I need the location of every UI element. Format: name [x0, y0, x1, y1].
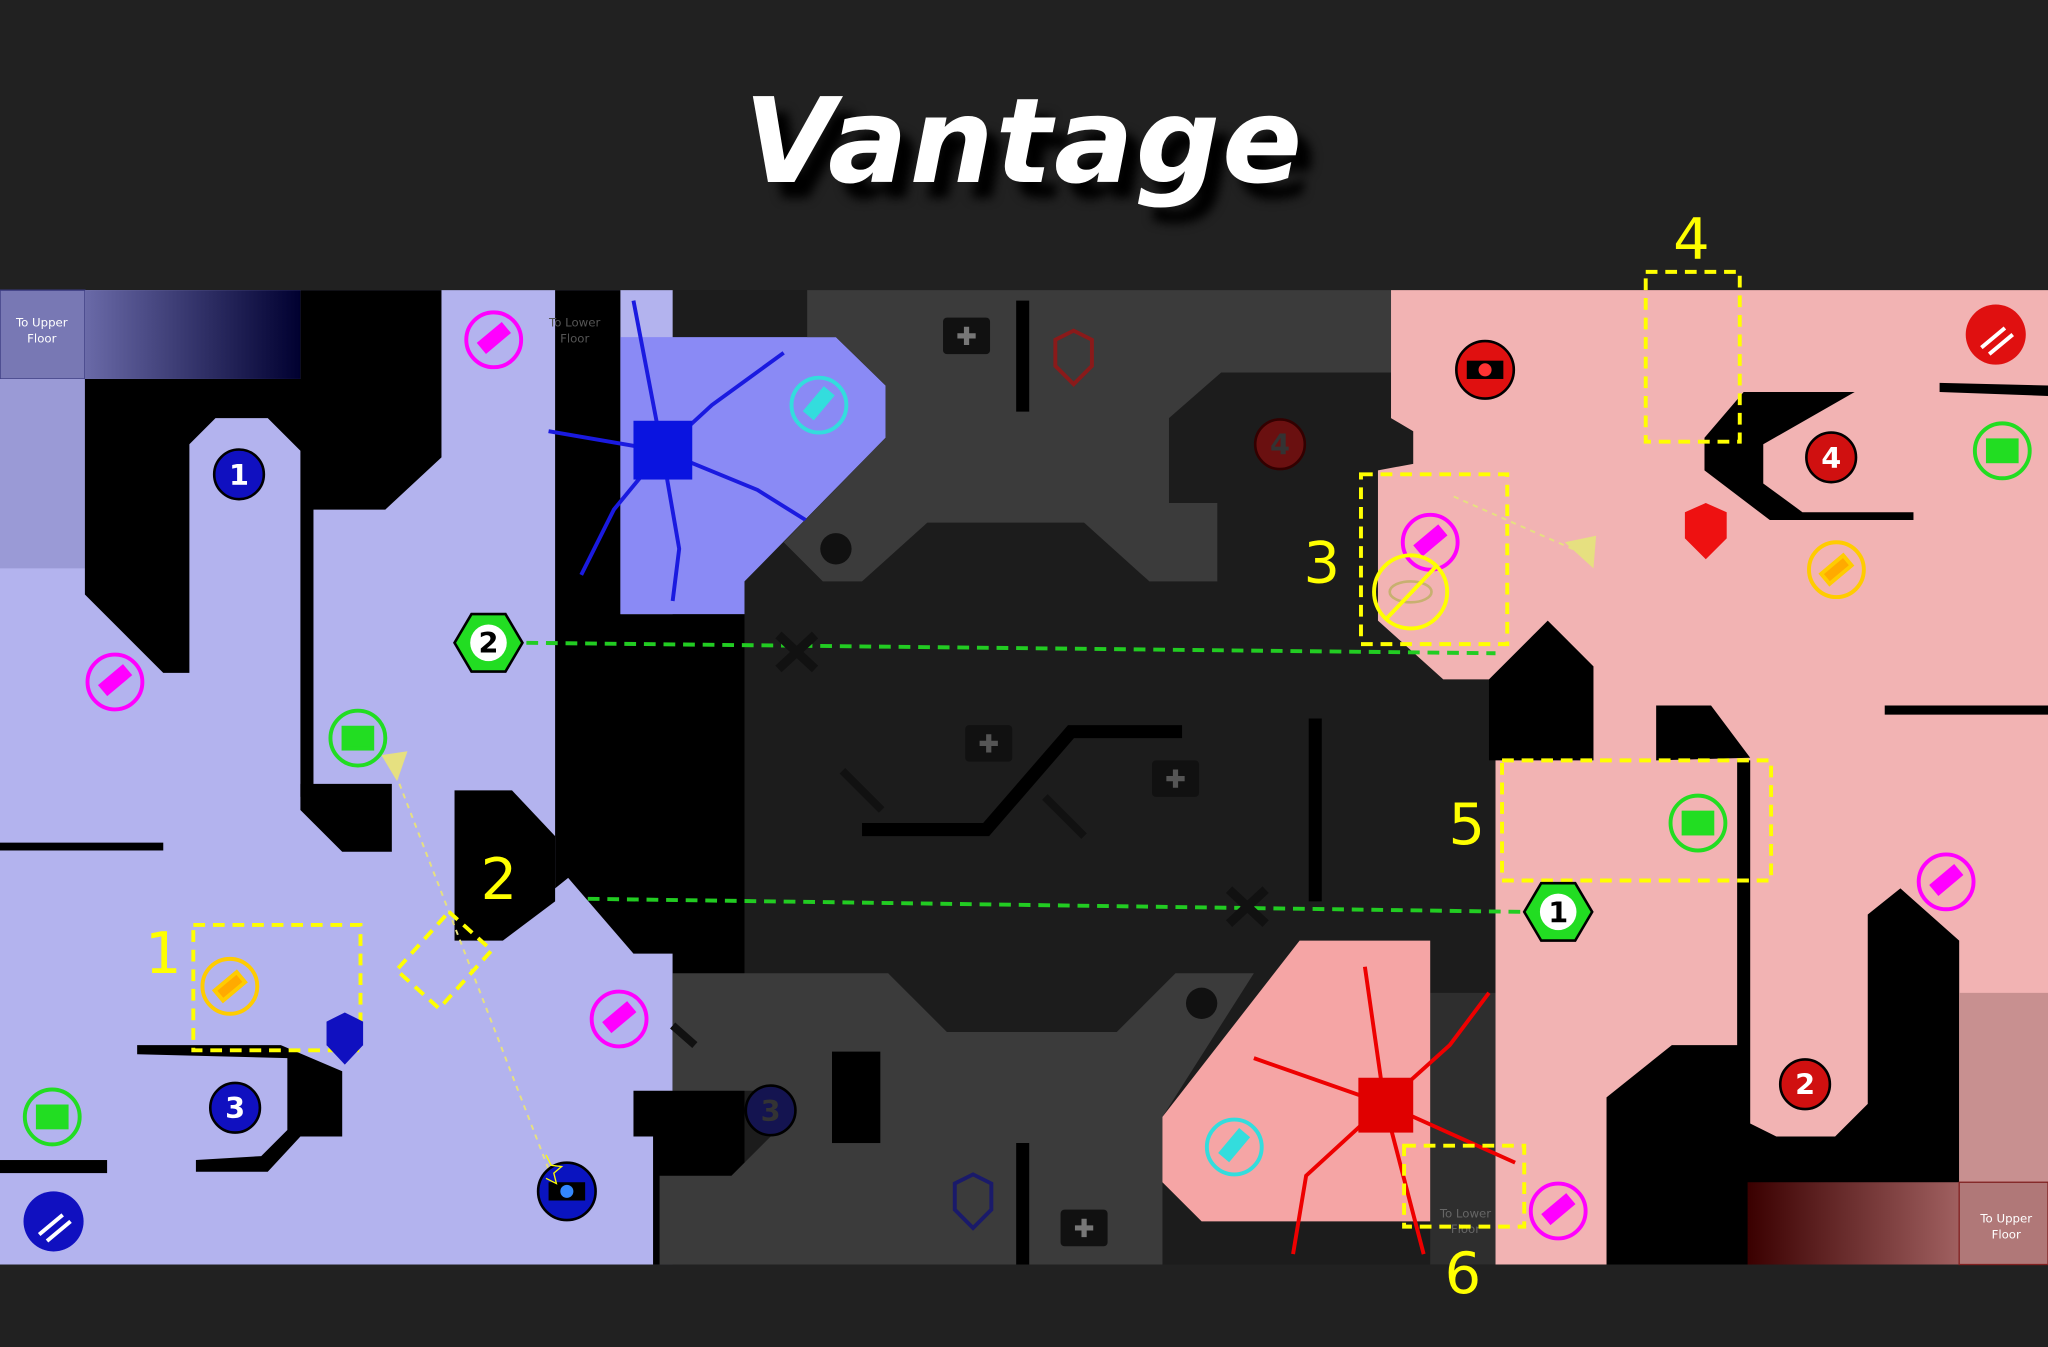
red-ramp-lower — [1959, 992, 2048, 1183]
red-tree-icon — [1253, 966, 1516, 1255]
svg-text:2: 2 — [1795, 1068, 1815, 1102]
neutral-spawn-3: 3 — [744, 1084, 797, 1137]
blue-ramp-lower — [0, 378, 85, 569]
blue-team-emblem-icon — [23, 1191, 84, 1252]
sightlines — [390, 495, 1588, 1170]
svg-text:3: 3 — [761, 1094, 781, 1128]
red-team-emblem-icon — [1965, 304, 2026, 365]
red-turret-icon — [1455, 339, 1516, 400]
neutral-rooms — [659, 290, 1392, 1265]
weapon-icon — [1916, 852, 1976, 912]
red-shield-outline-icon — [1053, 328, 1094, 387]
svg-text:1: 1 — [229, 458, 249, 492]
heavy-weapon-pickups — [200, 540, 1866, 1016]
health-pickups — [22, 421, 2032, 1147]
callout-1: 1 — [145, 920, 182, 987]
blue-shield-icon — [326, 1012, 364, 1065]
hill-marker-2[interactable]: 2 — [453, 612, 524, 673]
grenade-icon — [1185, 987, 1218, 1019]
neutral-spawn-4: 4 — [1253, 418, 1307, 471]
red-shield-icon — [1684, 503, 1727, 560]
medkit-icon — [943, 317, 991, 355]
power-weapon-pickups — [789, 375, 1264, 1177]
blue-shield-outline-icon — [952, 1172, 994, 1231]
medkit-icon — [1152, 760, 1200, 797]
blue-upper-floor-label-2: Floor — [27, 331, 56, 345]
blue-upper-floor-exit[interactable] — [0, 289, 86, 380]
blue-lower-floor-label-1: To Lower — [548, 316, 600, 330]
hill-marker-1-label: 1 — [1548, 895, 1568, 929]
red-walls — [1488, 382, 2048, 1265]
medkit-icon — [1060, 1209, 1108, 1247]
health-pack-icon — [1972, 421, 2032, 481]
rocket-icon — [1042, 794, 1087, 839]
center-walls — [722, 300, 1322, 1265]
callout-2: 2 — [481, 846, 518, 913]
heavy-weapon-icon — [1807, 540, 1866, 600]
callout-box-2 — [393, 909, 495, 1012]
blue-ramp — [84, 290, 301, 379]
callout-box-6 — [1402, 1143, 1527, 1229]
weapon-icon — [85, 652, 145, 712]
red-ramp — [1747, 1182, 1960, 1265]
red-lower-floor-label-2: Floor — [1451, 1222, 1480, 1236]
red-upper-floor-exit[interactable] — [1958, 1181, 2048, 1266]
blue-turret-icon — [536, 1154, 597, 1222]
blue-lower-floor-label-2: Floor — [560, 331, 589, 345]
svg-text:4: 4 — [1821, 441, 1841, 475]
blue-core-block — [633, 420, 693, 480]
hill-marker-1[interactable]: 1 — [1522, 881, 1594, 942]
callout-box-4 — [1643, 269, 1742, 444]
callout-box-1 — [191, 922, 363, 1053]
blue-spawn-1: 1 — [212, 448, 266, 501]
health-pack-icon — [328, 708, 388, 768]
health-pack-icon — [22, 1087, 82, 1147]
red-upper-floor-label-2: Floor — [1992, 1227, 2021, 1241]
weapon-icon — [1400, 512, 1460, 572]
crossed-swords-icon — [1225, 886, 1269, 927]
svg-text:4: 4 — [1270, 428, 1290, 462]
callout-3: 3 — [1304, 530, 1341, 597]
health-pack-icon — [1668, 793, 1728, 853]
hill-marker-2-label: 2 — [478, 626, 498, 660]
medkit-icon — [965, 725, 1013, 762]
blue-upper-floor-label-1: To Upper — [15, 316, 68, 330]
weapon-pickups — [85, 310, 1976, 1241]
blue-spawn-3: 3 — [208, 1081, 262, 1134]
crossed-eye-icon — [1372, 553, 1450, 631]
map-title: Vantage — [743, 72, 1305, 210]
callout-6: 6 — [1445, 1240, 1482, 1307]
red-upper-floor-label-1: To Upper — [1979, 1212, 2032, 1226]
weapon-icon — [464, 310, 524, 370]
grenade-icon — [820, 533, 852, 565]
red-core-block — [1358, 1077, 1414, 1133]
red-spawn-2: 2 — [1778, 1058, 1832, 1111]
weapon-icon — [589, 989, 649, 1049]
rocket-icon — [670, 1022, 698, 1049]
red-spawn-4: 4 — [1805, 431, 1858, 484]
sightline-arrow-2 — [1564, 535, 1597, 569]
hill-links — [526, 640, 1522, 914]
rocket-icon — [839, 768, 885, 813]
callout-numbers: 1 2 3 4 5 6 — [145, 206, 1710, 1307]
callout-4: 4 — [1673, 206, 1710, 273]
callout-boxes — [191, 269, 1774, 1229]
red-lower-floor-label-1: To Lower — [1439, 1207, 1491, 1221]
blue-tree-icon — [548, 300, 811, 602]
callout-5: 5 — [1448, 791, 1485, 858]
svg-text:3: 3 — [225, 1091, 245, 1125]
center-pillar — [832, 1051, 881, 1144]
power-weapon-icon — [789, 375, 849, 435]
power-weapon-icon — [1204, 1117, 1264, 1177]
crossed-swords-icon — [775, 631, 819, 673]
weapon-icon — [1528, 1181, 1588, 1241]
sightline-arrow-1 — [381, 751, 408, 782]
heavy-weapon-icon — [200, 956, 260, 1016]
